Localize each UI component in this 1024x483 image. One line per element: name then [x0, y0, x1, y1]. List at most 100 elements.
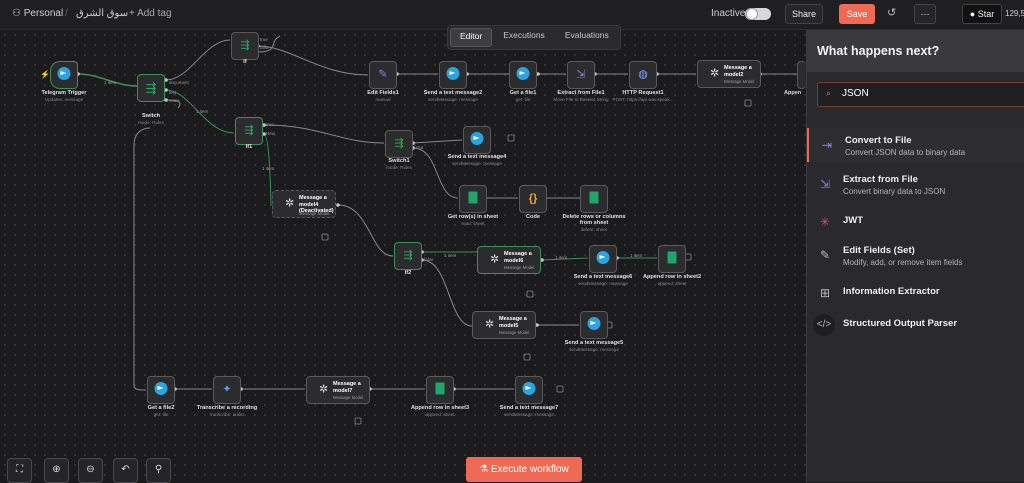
- send-text-message5-node[interactable]: [580, 311, 608, 339]
- jwt-icon: ✳: [819, 215, 831, 229]
- pencil-icon: ✎: [819, 248, 831, 262]
- result-edit-fields[interactable]: ✎ Edit Fields (Set) Modify, add, or remo…: [807, 238, 1024, 272]
- code-node[interactable]: {}: [519, 185, 547, 213]
- message-model5-node[interactable]: ✲ Message a model5 Message Model: [472, 311, 536, 339]
- delete-rows-node[interactable]: [580, 185, 608, 213]
- transcribe-recording-node[interactable]: ✦: [213, 376, 241, 404]
- get-file2-node[interactable]: [147, 376, 175, 404]
- gemini-icon: ✦: [222, 383, 232, 396]
- github-icon: ●: [969, 9, 976, 19]
- undo-button[interactable]: ↶: [113, 458, 138, 483]
- edge-label: 1 item: [196, 109, 209, 114]
- if1-node[interactable]: ⇶: [235, 117, 263, 145]
- send-text-message7-node[interactable]: [515, 376, 543, 404]
- switch1-node[interactable]: ⇶: [385, 130, 413, 158]
- node-label: Switch1: [388, 158, 410, 164]
- project-name: Personal: [23, 8, 64, 19]
- telegram-icon: [154, 382, 168, 398]
- node-label: Get a file2: [147, 405, 175, 411]
- google-sheets-icon: [435, 382, 445, 398]
- edge-label: true: [260, 37, 268, 42]
- edit-fields1-node[interactable]: ✎: [369, 61, 397, 89]
- breadcrumb-separator: /: [65, 8, 68, 19]
- github-star-button[interactable]: ● Star: [962, 4, 1002, 24]
- more-options-button[interactable]: ⋯: [914, 4, 936, 24]
- tab-evaluations[interactable]: Evaluations: [564, 30, 609, 40]
- node-search-input[interactable]: ⌕ JSON: [817, 82, 1024, 107]
- node-subtitle: get: file: [153, 412, 169, 417]
- result-information-extractor[interactable]: ⊞ Information Extractor: [807, 276, 1024, 310]
- append-row-sheet3-node[interactable]: [426, 376, 454, 404]
- get-rows-node[interactable]: [459, 185, 487, 213]
- result-jwt[interactable]: ✳ JWT: [807, 205, 1024, 239]
- extract-from-file1-node[interactable]: ⇲: [567, 61, 595, 89]
- node-label: Edit Fields1: [367, 90, 399, 96]
- get-file1-node[interactable]: [509, 61, 537, 89]
- github-star-count: 129,5: [1005, 9, 1024, 18]
- edge-label: 1 item: [630, 253, 643, 258]
- send-text-message4-node[interactable]: [463, 126, 491, 154]
- zoom-out-icon: ⊖: [86, 464, 95, 475]
- append-row-sheet2-node[interactable]: [658, 245, 686, 273]
- telegram-icon: [596, 251, 610, 267]
- project-breadcrumb[interactable]: ⚇ Personal: [12, 8, 64, 19]
- send-text-message6-node[interactable]: [589, 245, 617, 273]
- trigger-indicator-icon: ⚡: [40, 70, 50, 79]
- switch-node[interactable]: ⇶: [137, 74, 165, 102]
- add-tag-button[interactable]: + Add tag: [129, 8, 172, 19]
- if-node[interactable]: ⇶: [231, 32, 259, 60]
- node-label: Message a model4 (Deactivated): [299, 195, 334, 214]
- result-extract-from-file[interactable]: ⇲ Extract from File Convert binary data …: [807, 167, 1024, 201]
- node-subtitle: Message Model: [724, 79, 755, 84]
- extract-file-icon: ⇲: [819, 177, 831, 191]
- share-button[interactable]: Share: [785, 4, 823, 24]
- search-icon: ⌕: [826, 88, 832, 98]
- active-toggle[interactable]: [745, 8, 771, 20]
- fit-view-button[interactable]: ⛶: [7, 458, 32, 483]
- node-subtitle: get: file: [515, 97, 531, 102]
- node-label: Append row in sheet2: [642, 274, 702, 280]
- result-structured-output-parser[interactable]: </> Structured Output Parser: [807, 308, 1024, 342]
- switch-icon: ⇶: [145, 80, 157, 96]
- node-subtitle: sendMessage: message: [578, 281, 628, 286]
- node-label: Send a text message7: [499, 405, 559, 411]
- append-node-partial[interactable]: [797, 61, 806, 89]
- node-subtitle: mode: Rules: [386, 165, 412, 170]
- node-subtitle: mode: Rules: [138, 120, 164, 125]
- send-text-message2-node[interactable]: [439, 61, 467, 89]
- node-label: Send a text message2: [423, 90, 483, 96]
- message-model6-node[interactable]: ✲ Message a model6 Message Model: [477, 246, 541, 274]
- history-icon[interactable]: ↺: [887, 7, 897, 19]
- telegram-icon: [587, 317, 601, 333]
- workflow-name[interactable]: سوق الشرق: [76, 8, 129, 19]
- if2-node[interactable]: ⇶: [394, 242, 422, 270]
- tab-editor[interactable]: Editor: [450, 28, 493, 47]
- result-convert-to-file[interactable]: ⇥ Convert to File Convert JSON data to b…: [807, 128, 1024, 162]
- result-title: Information Extractor: [843, 286, 940, 297]
- edge-label: true: [266, 122, 274, 127]
- node-subtitle: sendMessage: message: [428, 97, 478, 102]
- message-model7-node[interactable]: ✲ Message a model7 Message Model: [306, 376, 370, 404]
- message-model2-node[interactable]: ✲ Message a model2 Message Model: [697, 60, 761, 88]
- execute-workflow-button[interactable]: ⚗ Execute workflow: [466, 457, 582, 482]
- tab-executions[interactable]: Executions: [503, 30, 545, 40]
- telegram-icon: [470, 132, 484, 148]
- node-subtitle: append: sheet: [425, 412, 455, 417]
- message-model4-node[interactable]: ✲ Message a model4 (Deactivated) Message…: [272, 190, 336, 218]
- node-label: Code: [526, 214, 540, 220]
- telegram-trigger-node[interactable]: [50, 61, 78, 89]
- flask-icon: ⚗: [479, 464, 489, 475]
- save-button[interactable]: Save: [839, 4, 875, 24]
- zoom-out-button[interactable]: ⊖: [78, 458, 103, 483]
- node-subtitle: transcribe: audio: [210, 412, 244, 417]
- tidy-up-button[interactable]: ⚲: [146, 458, 171, 483]
- panel-header: What happens next?: [807, 30, 1024, 72]
- workflow-canvas[interactable]: 1 item document text voice 1 item true f…: [0, 30, 806, 482]
- zoom-in-button[interactable]: ⊕: [44, 458, 69, 483]
- node-label: Delete rows or columns from sheet: [562, 214, 626, 226]
- http-request1-node[interactable]: ◍: [629, 61, 657, 89]
- node-label: Message a model7: [333, 381, 361, 394]
- if-icon: ⇶: [240, 39, 250, 52]
- node-subtitle: manual: [375, 97, 391, 102]
- node-creator-panel: What happens next? ⌕ JSON ⇥ Convert to F…: [806, 30, 1024, 482]
